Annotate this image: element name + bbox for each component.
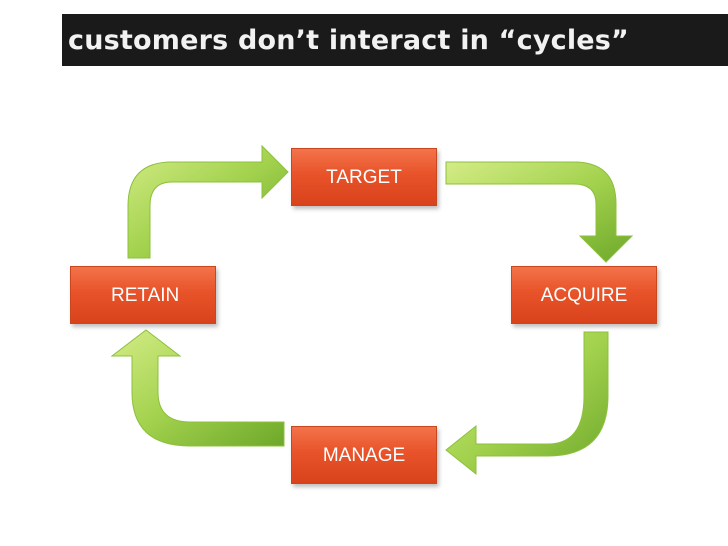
node-acquire: ACQUIRE [511, 266, 657, 324]
slide-title: customers don’t interact in “cycles” [68, 24, 630, 56]
node-manage: MANAGE [291, 426, 437, 484]
arrow-acquire-to-manage [445, 331, 609, 476]
node-acquire-label: ACQUIRE [540, 285, 628, 306]
node-target: TARGET [291, 148, 437, 206]
arrow-target-to-acquire [445, 161, 634, 263]
node-retain: RETAIN [70, 266, 216, 324]
node-manage-label: MANAGE [322, 445, 406, 466]
node-retain-label: RETAIN [111, 285, 180, 306]
arrow-retain-to-target [127, 144, 289, 259]
arrow-manage-to-retain [110, 329, 285, 447]
title-bar: customers don’t interact in “cycles” [62, 14, 728, 66]
node-target-label: TARGET [326, 167, 402, 188]
